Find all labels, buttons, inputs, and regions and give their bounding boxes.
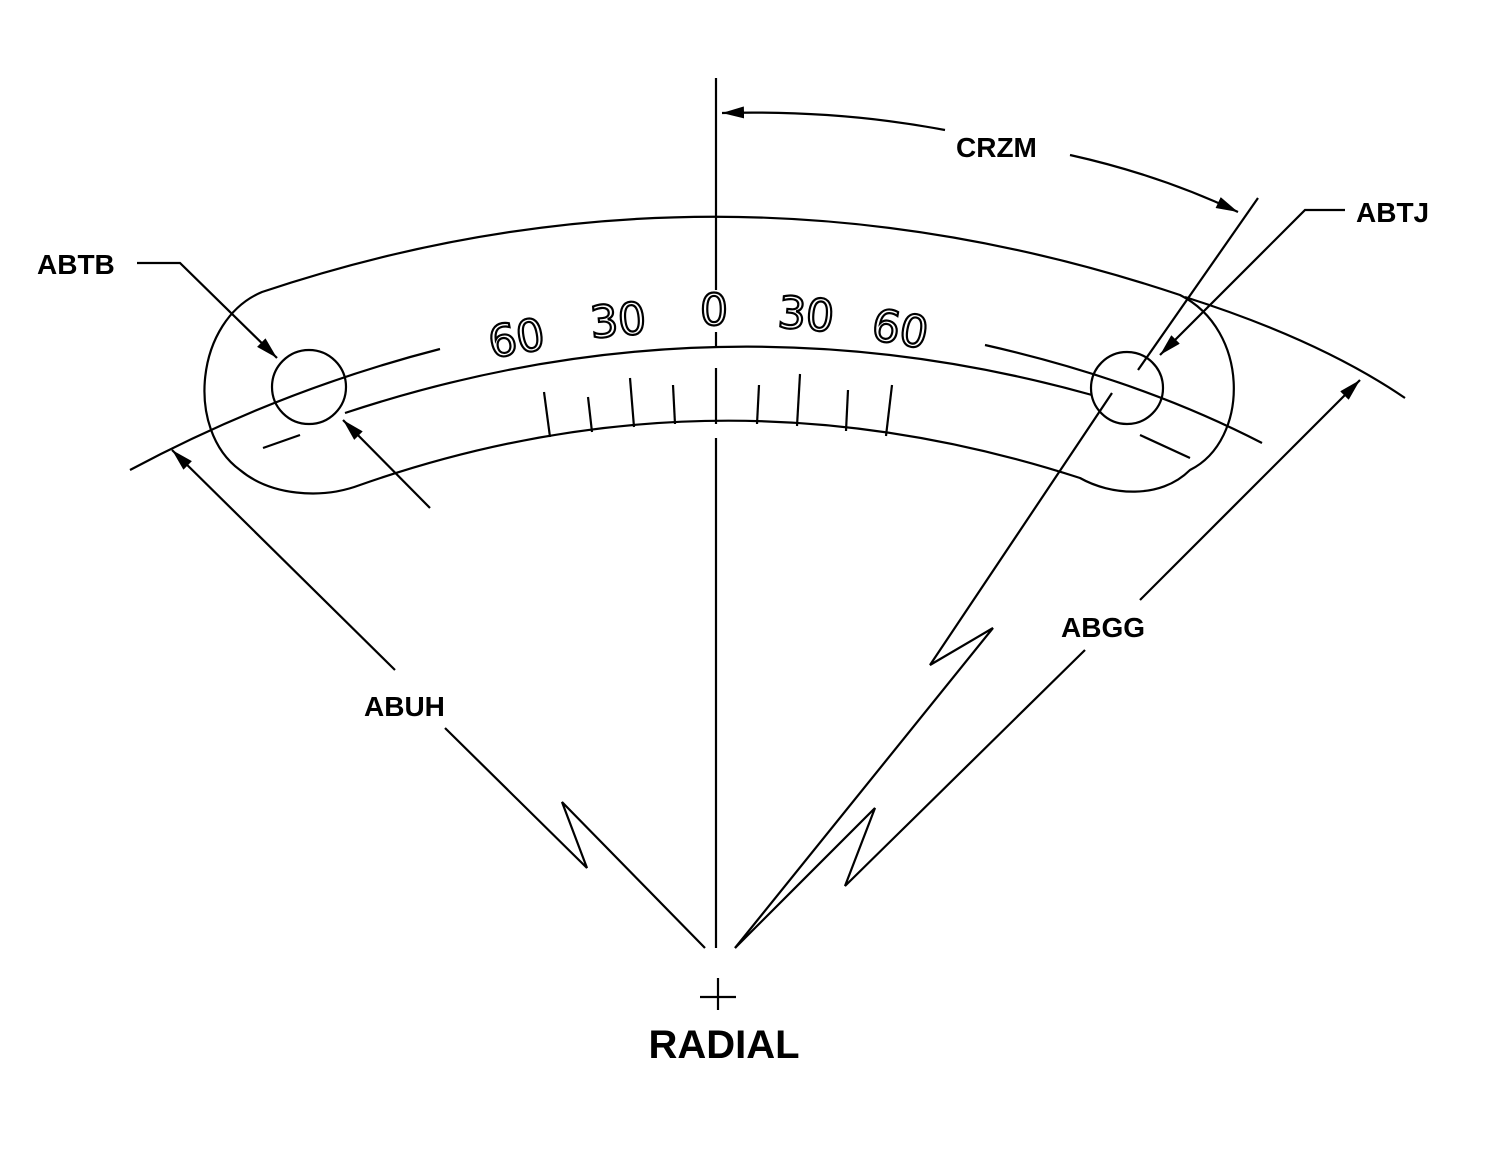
label-abtb: ABTB	[37, 249, 115, 280]
slot-outline	[203, 215, 1235, 495]
scale-arc	[344, 345, 1093, 415]
hole-radius-line	[734, 392, 1113, 949]
abtj-leader: ABTJ	[1159, 197, 1429, 356]
label-crzm: CRZM	[956, 132, 1037, 163]
scale-label: 60	[485, 309, 549, 369]
label-radial: RADIAL	[648, 1023, 799, 1067]
label-abgg: ABGG	[1061, 612, 1145, 643]
abtb-leader: ABTB	[37, 249, 431, 509]
scale-label: 30	[588, 293, 648, 349]
left-hole	[270, 348, 348, 426]
scale-label: 30	[776, 287, 836, 343]
radius-arcs	[129, 295, 1406, 471]
center-mark-icon	[700, 978, 736, 1010]
crzm-dimension: CRZM	[721, 106, 1259, 371]
label-abuh: ABUH	[364, 691, 445, 722]
scale-label: 0	[700, 285, 728, 336]
right-hole	[1089, 350, 1165, 426]
scale-numbers: 60 30 0 30 60	[483, 284, 933, 370]
scale-label: 60	[868, 300, 932, 360]
abgg-dimension: ABGG	[734, 379, 1361, 949]
label-abtj: ABTJ	[1356, 197, 1429, 228]
abuh-dimension: ABUH	[171, 449, 706, 949]
scale-ticks	[542, 373, 894, 438]
